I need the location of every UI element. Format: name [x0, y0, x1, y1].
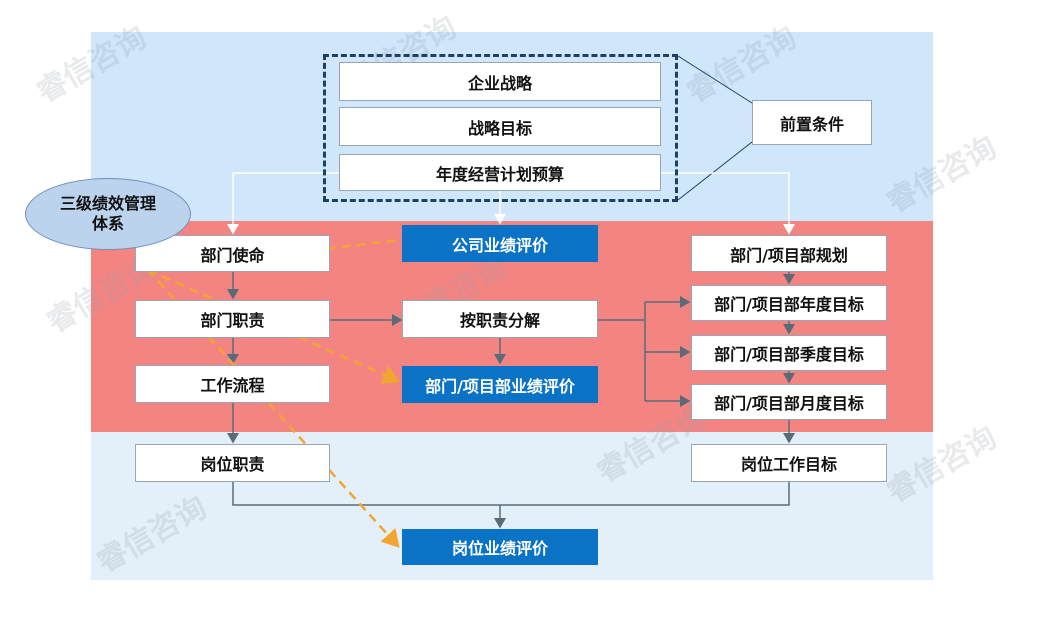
enterprise-strategy-box: 企业战略 [339, 62, 661, 101]
dept-eval-box: 部门/项目部业绩评价 [402, 366, 598, 403]
three-level-system-bubble: 三级绩效管理 体系 [25, 178, 191, 250]
strategy-dashed-frame [323, 54, 678, 202]
dept-quarter-goal-box: 部门/项目部季度目标 [691, 335, 887, 371]
dept-mission-box: 部门使命 [135, 235, 330, 272]
work-flow-box: 工作流程 [135, 365, 330, 403]
dept-duty-box: 部门职责 [135, 300, 330, 338]
bubble-line1: 三级绩效管理 [59, 194, 156, 213]
annual-budget-box: 年度经营计划预算 [339, 154, 661, 191]
duty-decompose-box: 按职责分解 [402, 300, 598, 338]
precondition-box: 前置条件 [752, 100, 872, 145]
dept-plan-box: 部门/项目部规划 [691, 235, 887, 272]
company-eval-box: 公司业绩评价 [402, 225, 598, 262]
precondition-line-bottom [677, 141, 753, 201]
precondition-line-top [677, 55, 753, 104]
dept-annual-goal-box: 部门/项目部年度目标 [691, 285, 887, 321]
post-duty-box: 岗位职责 [135, 444, 330, 482]
post-goal-box: 岗位工作目标 [691, 444, 887, 482]
strategy-goal-box: 战略目标 [339, 107, 661, 146]
bubble-line2: 体系 [91, 214, 124, 233]
post-merge-line [232, 482, 790, 506]
budget-to-mission-arrow [227, 172, 339, 235]
budget-to-plan-arrow [661, 172, 795, 235]
post-eval-box: 岗位业绩评价 [402, 529, 598, 565]
dept-month-goal-box: 部门/项目部月度目标 [691, 384, 887, 420]
